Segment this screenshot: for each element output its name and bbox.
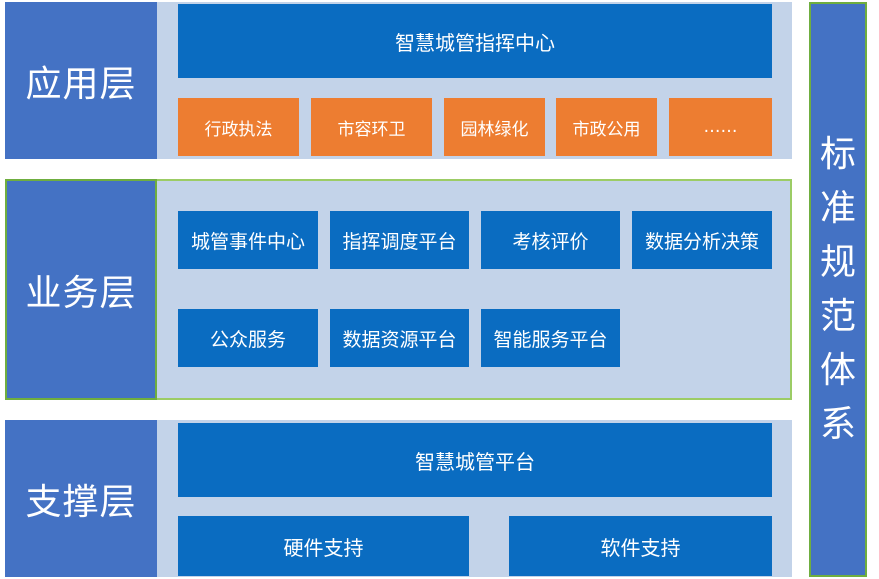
software-support-box: 软件支持	[509, 516, 772, 576]
app-item-3: 市政公用	[556, 98, 657, 156]
business-item-r2-1: 数据资源平台	[330, 309, 469, 367]
side-char-5: 系	[819, 403, 856, 445]
side-char-0: 标	[819, 133, 856, 175]
business-item-r1-2: 考核评价	[481, 211, 620, 269]
app-item-4: ……	[669, 98, 772, 156]
smart-city-platform-box: 智慧城管平台	[178, 423, 772, 497]
business-item-r1-3: 数据分析决策	[632, 211, 772, 269]
application-layer-label: 应用层	[5, 2, 157, 159]
command-center-box: 智慧城管指挥中心	[178, 4, 772, 78]
side-char-3: 范	[819, 295, 856, 337]
business-item-r2-0: 公众服务	[178, 309, 318, 367]
side-char-2: 规	[819, 241, 856, 283]
side-char-4: 体	[819, 349, 856, 391]
business-item-r1-1: 指挥调度平台	[330, 211, 469, 269]
side-char-1: 准	[819, 187, 856, 229]
business-layer-label: 业务层	[5, 179, 157, 400]
app-item-1: 市容环卫	[311, 98, 432, 156]
hardware-support-box: 硬件支持	[178, 516, 469, 576]
business-item-r1-0: 城管事件中心	[178, 211, 318, 269]
support-layer-label: 支撑层	[5, 420, 157, 577]
app-item-2: 园林绿化	[444, 98, 545, 156]
standards-system-panel: 标 准 规 范 体 系	[809, 2, 867, 577]
app-item-0: 行政执法	[178, 98, 299, 156]
business-item-r2-2: 智能服务平台	[481, 309, 620, 367]
